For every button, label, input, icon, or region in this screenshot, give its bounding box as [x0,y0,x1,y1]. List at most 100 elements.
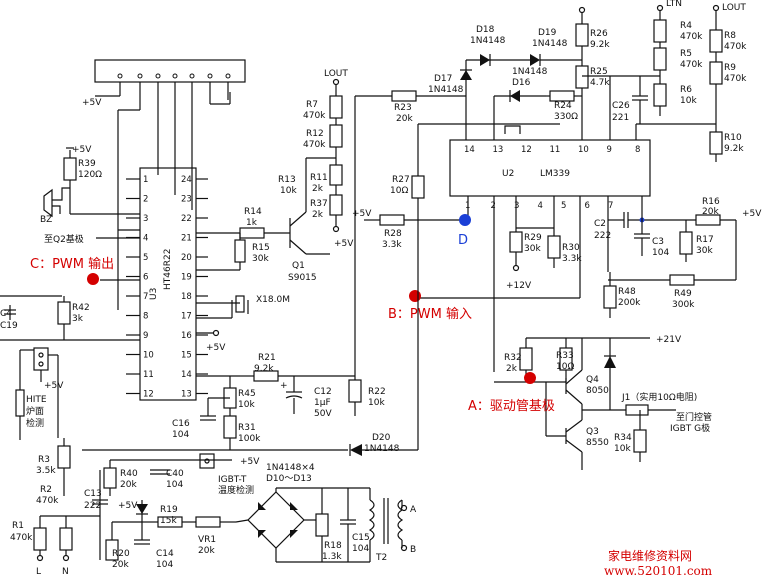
u2-pin-label: 8 [635,145,640,155]
r29-ref: R29 [524,233,542,243]
u3-pin-label: 6 [143,273,148,283]
r3-ref: R3 [38,455,50,465]
u3-pin-label: 17 [181,312,192,322]
r22-value: 10k [368,398,385,408]
d20-value: 1N4148 [364,444,400,454]
chip-u3-ref: U3 [149,288,159,300]
c16-ref: C16 [172,419,190,429]
r37-value: 2k [312,210,324,220]
c4-value: C19 [0,321,18,331]
r42-value: 3k [72,314,84,324]
hite-line2: 炉面 [26,405,44,417]
c40-ref: C40 [166,469,184,479]
d16-value: 1N4148 [512,67,548,77]
pwm-input-path: R23 20k R27 10Ω [354,90,560,376]
r9-value: 470k [724,74,747,84]
r8-ref: R8 [724,31,736,41]
r9-ref: R9 [724,63,736,73]
r45-value: 10k [238,400,255,410]
c2-value: 222 [594,231,611,241]
u3-pin-label: 16 [181,331,192,341]
r48-ref: R48 [618,287,636,297]
callout-c-label: C：PWM 输出 [30,256,114,272]
r15-ref: R15 [252,243,270,253]
gate-line1: 至门控管 [676,411,712,423]
r39-value: 120Ω [78,170,102,180]
c12-voltage: 50V [314,409,332,419]
chip-u2-name: LM339 [540,169,570,179]
u3-pin-label: 8 [143,312,148,322]
r45-ref: R45 [238,389,256,399]
rail-label: +5V [72,145,92,155]
r23-ref: R23 [394,103,412,113]
r15-value: 30k [252,254,269,264]
q4-value: 8050 [586,386,609,396]
r19-value: 15k [160,516,177,526]
q3-value: 8550 [586,438,609,448]
r14-value: 1k [246,218,258,228]
r11-value: 2k [312,184,324,194]
j1-label: J1（实用10Ω电阻) [621,391,697,403]
r40-ref: R40 [120,469,138,479]
r5-ref: R5 [680,49,692,59]
r1-ref: R1 [12,521,24,531]
r2-ref: R2 [40,485,52,495]
c13-value: 222 [84,501,101,511]
r8-value: 470k [724,42,747,52]
u3-pin-label: 14 [181,370,192,380]
d17-value: 1N4148 [428,85,464,95]
r12-value: 470k [303,140,326,150]
r17-ref: R17 [696,235,714,245]
r34-ref: R34 [614,433,632,443]
bridge-line2: D10～D13 [266,474,312,484]
hite-sensor: +5V HITE 炉面 检测 [15,347,64,440]
rail-label: +5V [82,98,102,108]
u3-pin-label: 1 [143,175,148,185]
rail-label: LOUT [324,69,348,79]
c40-value: 104 [166,480,183,490]
r25-value: 4.7k [590,78,610,88]
chip-u3: HT46R22 U3 [139,167,197,401]
u3-pin-label: 19 [181,273,192,283]
ltn-divider: LTN R4 470k R5 470k R6 10k C26 221 LOUT … [609,0,747,162]
r10-value: 9.2k [724,144,744,154]
q1-ref: Q1 [292,261,305,271]
driver-stage: +21V R32 2k R33 10Ω Q4 8050 Q3 85 [494,335,712,470]
r17-value: 30k [696,246,713,256]
u2-pin-label: 12 [521,145,532,155]
r18-ref: R18 [324,541,342,551]
connector-header: +5V [82,59,246,310]
d16-ref: D16 [512,78,531,88]
c12-polarity: + [280,381,288,391]
rail-label: +5V [334,239,354,249]
q4-ref: Q4 [586,375,599,385]
u3-pin-label: 7 [143,292,148,302]
u2-pin-label: 9 [607,145,612,155]
r20-ref: R20 [112,549,130,559]
r37-ref: R37 [310,199,328,209]
c4-ref: C4 [0,309,12,319]
hite-line3: 检测 [26,417,44,429]
watermark-line2: www.520101.com [604,564,713,578]
u3-pin-label: 18 [181,292,192,302]
terminal-a: A [410,505,417,515]
q3-ref: Q3 [586,427,599,437]
d20-section: D20 1N4148 [82,433,418,456]
buzzer-section: +5V R39 120Ω BZ [40,145,140,225]
r49-ref: R49 [674,289,692,299]
rail-label: LTN [666,0,682,9]
chip-u2: U2 LM339 [449,139,651,197]
r32-value: 2k [506,364,518,374]
u2-pin-label: 6 [585,201,590,211]
r33-value: 10Ω [556,362,574,372]
r3-value: 3.5k [36,466,56,476]
u3-pin-label: 9 [143,331,148,341]
u3-pin-label: 13 [181,390,192,400]
c15-ref: C15 [352,533,370,543]
u2-pin-label: 3 [514,201,519,211]
r24-ref: R24 [554,101,572,111]
diode-network: D18 1N4148 D19 1N4148 D17 1N4148 1N4148 … [428,25,583,140]
bridge-rectifier: 1N4148×4 D10～D13 R18 1.3k C15 104 A B T2 [235,463,417,563]
r6-value: 10k [680,96,697,106]
igbt-line2: 温度检测 [218,484,254,496]
